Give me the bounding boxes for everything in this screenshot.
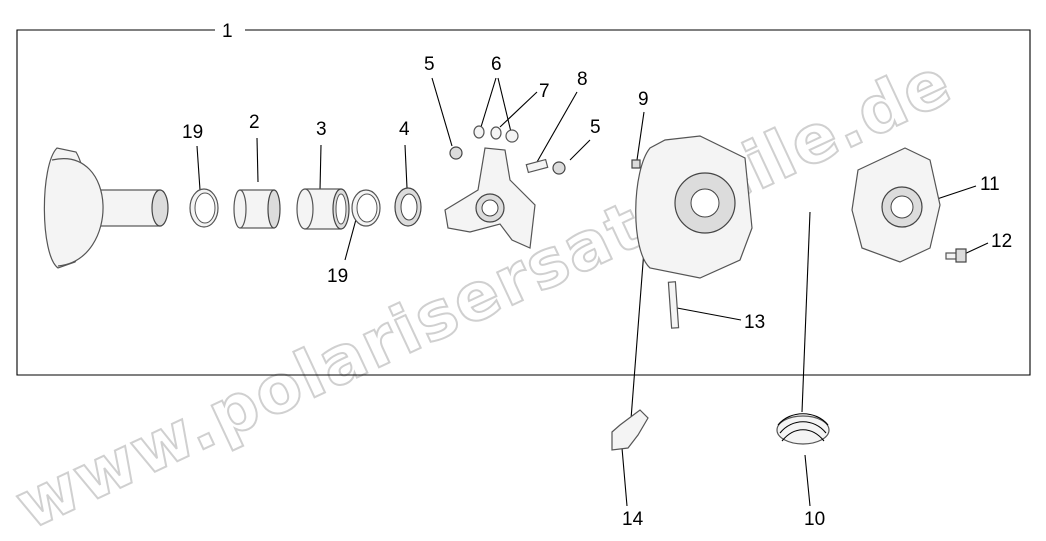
assembly-frame — [16, 29, 1031, 376]
callout-11: 11 — [980, 174, 1000, 195]
callout-13: 13 — [744, 312, 765, 333]
callout-2: 2 — [249, 112, 260, 133]
seal-4 — [394, 187, 422, 227]
callout-9: 9 — [638, 89, 649, 110]
callout-labels: 1 19 2 3 4 19 5 6 7 8 5 9 11 12 13 14 10 — [182, 21, 1012, 530]
snap-ring-19-b — [351, 189, 381, 227]
callout-10: 10 — [804, 509, 825, 530]
callout-1: 1 — [222, 21, 233, 42]
callout-14: 14 — [622, 509, 644, 530]
callout-19-bottom: 19 — [327, 266, 348, 287]
bolt-12 — [945, 248, 967, 263]
fixed-sheave-with-shaft — [43, 147, 169, 269]
callout-19-top: 19 — [182, 122, 203, 143]
callout-3: 3 — [316, 119, 327, 140]
cover-11 — [851, 147, 941, 263]
bushing-2 — [233, 189, 281, 229]
small-parts-5-6-7-8 — [449, 125, 566, 175]
callout-4: 4 — [399, 119, 410, 140]
weight-arm-14 — [611, 409, 649, 451]
callout-6: 6 — [491, 54, 502, 75]
set-screw-9 — [631, 159, 641, 169]
spider — [444, 147, 536, 249]
snap-ring-19-a — [189, 188, 219, 228]
callout-8: 8 — [577, 69, 588, 90]
spring-10 — [776, 413, 830, 445]
callout-12: 12 — [991, 231, 1012, 252]
callout-7: 7 — [539, 81, 550, 102]
callout-5-right: 5 — [590, 117, 601, 138]
callout-5-left: 5 — [424, 54, 435, 75]
pin-13 — [667, 281, 680, 329]
bushing-3 — [296, 188, 350, 230]
movable-sheave — [635, 135, 753, 279]
